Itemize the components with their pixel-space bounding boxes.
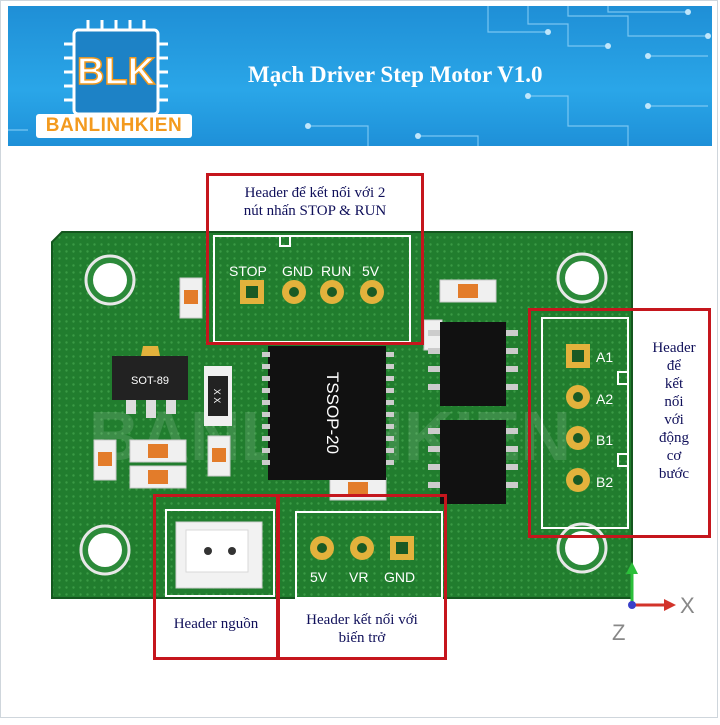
pin-label-pot-5v: 5V [310, 569, 328, 585]
sot89-regulator: SOT-89 [112, 346, 188, 418]
callout-top-header-line-2: nút nhấn STOP & RUN [243, 203, 387, 219]
top-header-pads [240, 280, 384, 304]
pin-label-a2: A2 [596, 391, 613, 407]
pin-label-b1: B1 [596, 432, 613, 448]
pcb-illustration: BANLINHKIEN STOP GND RUN 5V [51, 231, 695, 645]
sense-resistor: X X [204, 366, 232, 426]
callout-pot-line-1: Header kết nối với [306, 612, 418, 628]
axis-z-label: Z [612, 620, 625, 645]
callout-motor-line-1: Header [652, 340, 696, 356]
pin-label-5v: 5V [362, 263, 380, 279]
callout-motor-line-2: để [666, 358, 682, 374]
callout-motor-line-4: nối [664, 394, 684, 410]
callout-top-header-text: Header để kết nối với 2 nút nhấn STOP & … [209, 184, 421, 220]
callout-motor-line-7: cơ [666, 448, 682, 464]
mounting-holes [79, 252, 608, 576]
pin-label-run: RUN [321, 263, 351, 279]
callout-motor-line-5: với [664, 412, 684, 428]
callout-motor-line-8: bước [658, 466, 690, 482]
resistor-mark: X X [212, 389, 222, 404]
board-area: BANLINHKIEN STOP GND RUN 5V [0, 150, 720, 720]
callout-pot-line-2: biến trở [338, 630, 386, 646]
pin-label-gnd: GND [282, 263, 313, 279]
callout-power-header-text: Header nguồn [173, 616, 259, 632]
header-banner: BLK BANLINHKIEN Mạch Driver Step Motor V… [8, 6, 712, 146]
blk-logo: BLK [64, 20, 168, 122]
pin-label-pot-gnd: GND [384, 569, 415, 585]
pot-header-pads [310, 536, 414, 560]
axis-x-label: X [680, 593, 695, 618]
callout-pot-header-text: Header kết nối với biến trở [280, 611, 444, 647]
pin-label-vr: VR [349, 569, 368, 585]
callout-power-header: Header nguồn [153, 494, 279, 660]
sot89-label: SOT-89 [131, 375, 169, 387]
pin-label-a1: A1 [596, 349, 613, 365]
tssop20-ic: TSSOP-20 [262, 346, 394, 480]
power-connector [165, 509, 275, 597]
callout-pot-header: Header kết nối với biến trở [277, 494, 447, 660]
callout-top-header-line-1: Header để kết nối với 2 [244, 185, 386, 201]
callout-motor-line-3: kết [664, 376, 684, 392]
callout-motor-header: Header để kết nối với động cơ bước [528, 308, 711, 538]
page-title: Mạch Driver Step Motor V1.0 [248, 62, 543, 87]
tssop-label: TSSOP-20 [323, 372, 342, 454]
smd-components [93, 277, 497, 501]
callout-motor-header-text: Header để kết nối với động cơ bước [641, 339, 707, 483]
axis-gizmo: X Z [612, 562, 695, 645]
motor-header-pads [566, 344, 590, 492]
pin-label-b2: B2 [596, 474, 613, 490]
brand-name: BANLINHKIEN [36, 114, 192, 138]
circuit-pattern [8, 6, 711, 146]
pin-label-stop: STOP [229, 263, 267, 279]
callout-top-header: Header để kết nối với 2 nút nhấn STOP & … [206, 173, 424, 345]
callout-motor-line-6: động [659, 430, 689, 446]
logo-text: BLK [77, 51, 156, 93]
mosfet-ics [428, 322, 518, 504]
